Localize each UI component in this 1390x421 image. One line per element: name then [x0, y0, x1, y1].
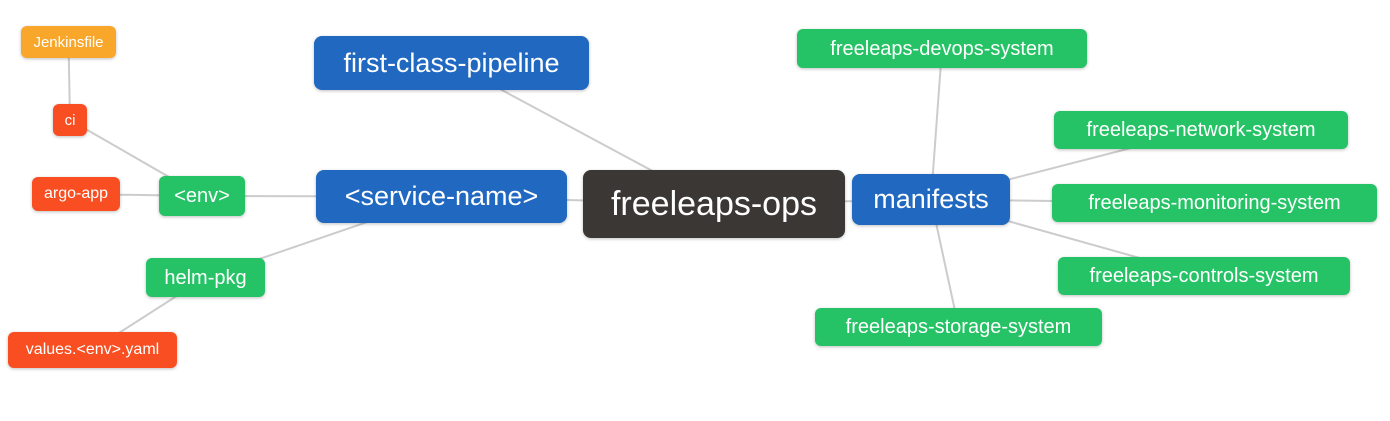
node-label: helm-pkg: [164, 266, 247, 289]
node-env[interactable]: <env>: [159, 176, 245, 216]
node-label: Jenkinsfile: [33, 33, 104, 51]
node-label: freeleaps-storage-system: [845, 316, 1072, 338]
node-ci[interactable]: ci: [53, 104, 87, 136]
node-helm-pkg[interactable]: helm-pkg: [146, 258, 265, 297]
node-label: ci: [64, 111, 76, 129]
node-values-env-yaml[interactable]: values.<env>.yaml: [8, 332, 177, 368]
node-manifests[interactable]: manifests: [852, 174, 1010, 225]
node-label: freeleaps-controls-system: [1089, 265, 1319, 287]
node-service-name[interactable]: <service-name>: [316, 170, 567, 223]
node-label: first-class-pipeline: [343, 47, 560, 78]
node-label: freeleaps-ops: [610, 185, 817, 223]
node-label: manifests: [873, 184, 989, 214]
node-label: freeleaps-devops-system: [830, 37, 1054, 60]
node-first-class-pipeline[interactable]: first-class-pipeline: [314, 36, 589, 90]
node-label: values.<env>.yaml: [25, 341, 160, 358]
node-devops-system[interactable]: freeleaps-devops-system: [797, 29, 1087, 68]
node-label: freeleaps-monitoring-system: [1088, 192, 1341, 214]
node-storage-system[interactable]: freeleaps-storage-system: [815, 308, 1102, 346]
node-controls-system[interactable]: freeleaps-controls-system: [1058, 257, 1350, 295]
node-argo-app[interactable]: argo-app: [32, 177, 120, 211]
node-network-system[interactable]: freeleaps-network-system: [1054, 111, 1348, 149]
node-jenkinsfile[interactable]: Jenkinsfile: [21, 26, 116, 58]
node-label: <service-name>: [344, 181, 539, 211]
node-freeleaps-ops[interactable]: freeleaps-ops: [583, 170, 845, 238]
node-label: argo-app: [43, 185, 109, 202]
node-monitoring-system[interactable]: freeleaps-monitoring-system: [1052, 184, 1377, 222]
node-label: <env>: [174, 185, 230, 207]
node-label: freeleaps-network-system: [1086, 119, 1316, 141]
